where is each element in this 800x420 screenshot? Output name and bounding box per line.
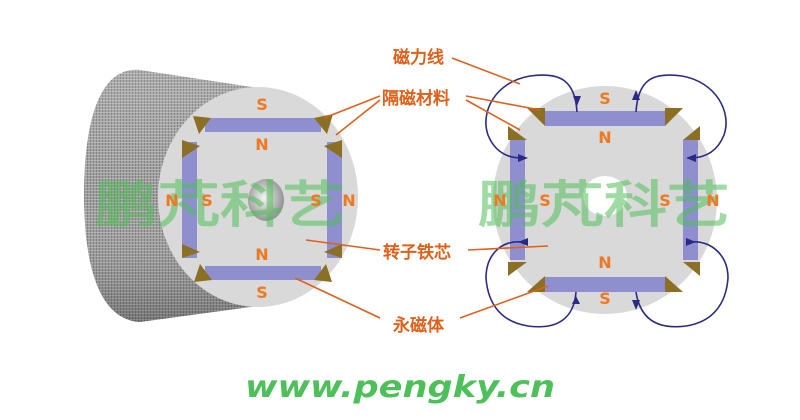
- shaft-hole: [248, 179, 284, 221]
- pole-n: N: [342, 191, 355, 210]
- shaft-hole-2: [583, 176, 627, 216]
- permanent-magnet-top: [205, 118, 321, 132]
- left-rotor: [84, 69, 358, 322]
- permanent-magnet-left-2: [510, 140, 525, 260]
- isolation-barriers: [182, 114, 342, 282]
- watermark-right: 鹏芃科艺: [478, 176, 730, 234]
- permanent-magnet-right: [327, 142, 342, 258]
- pole-s: S: [659, 191, 671, 210]
- leader-isolation-4: [465, 99, 521, 131]
- pole-n: N: [598, 253, 611, 272]
- label-isolation-material: 隔磁材料: [382, 88, 450, 109]
- leader-magnet: [294, 277, 381, 319]
- leader-rotor-core: [305, 239, 381, 251]
- permanent-magnet-top-2: [545, 111, 665, 126]
- pole-s: S: [310, 191, 322, 210]
- leader-flux-line: [451, 57, 521, 85]
- flux-line-top-right: [635, 74, 727, 159]
- pole-n: N: [255, 135, 268, 154]
- pole-n: N: [493, 191, 506, 210]
- label-flux-line: 磁力线: [393, 47, 444, 68]
- flux-line-bottom-right: [635, 241, 729, 328]
- pole-s: S: [599, 89, 611, 108]
- pole-n: N: [255, 245, 268, 264]
- flux-lines: [485, 74, 729, 328]
- right-rotor: [485, 74, 729, 328]
- pole-s: S: [201, 191, 213, 210]
- pole-n: N: [598, 128, 611, 147]
- pole-n: N: [165, 191, 178, 210]
- flux-line-bottom-left: [485, 241, 577, 328]
- isolation-barriers-2: [508, 108, 700, 292]
- permanent-magnet-bottom: [205, 266, 321, 280]
- pole-s: S: [539, 191, 551, 210]
- leader-magnet-2: [459, 285, 549, 319]
- leader-isolation-1: [323, 95, 381, 119]
- pole-s: S: [599, 289, 611, 308]
- flux-arrows: [518, 90, 696, 310]
- watermark-left: 鹏芃科艺: [95, 176, 345, 234]
- permanent-magnet-right-2: [683, 140, 698, 260]
- pole-labels: S N N S S N N S S N N S S N N S: [165, 89, 719, 308]
- pole-s: S: [256, 95, 268, 114]
- callout-labels: 磁力线 隔磁材料 转子铁芯 永磁体: [382, 47, 451, 336]
- label-permanent-magnet: 永磁体: [392, 315, 445, 336]
- pole-s: S: [256, 283, 268, 302]
- label-rotor-core: 转子铁芯: [383, 242, 451, 263]
- leader-isolation-2: [335, 99, 381, 136]
- leader-rotor-core-2: [467, 245, 549, 251]
- permanent-magnet-left: [182, 142, 197, 258]
- pole-n: N: [706, 191, 719, 210]
- callout-leaders: [294, 57, 549, 319]
- permanent-magnet-bottom-2: [545, 277, 665, 292]
- flux-line-top-left: [485, 74, 578, 159]
- watermark-group: 鹏芃科艺 鹏芃科艺: [95, 176, 730, 234]
- leader-isolation-3: [465, 95, 541, 111]
- website-url: www.pengky.cn: [245, 370, 555, 405]
